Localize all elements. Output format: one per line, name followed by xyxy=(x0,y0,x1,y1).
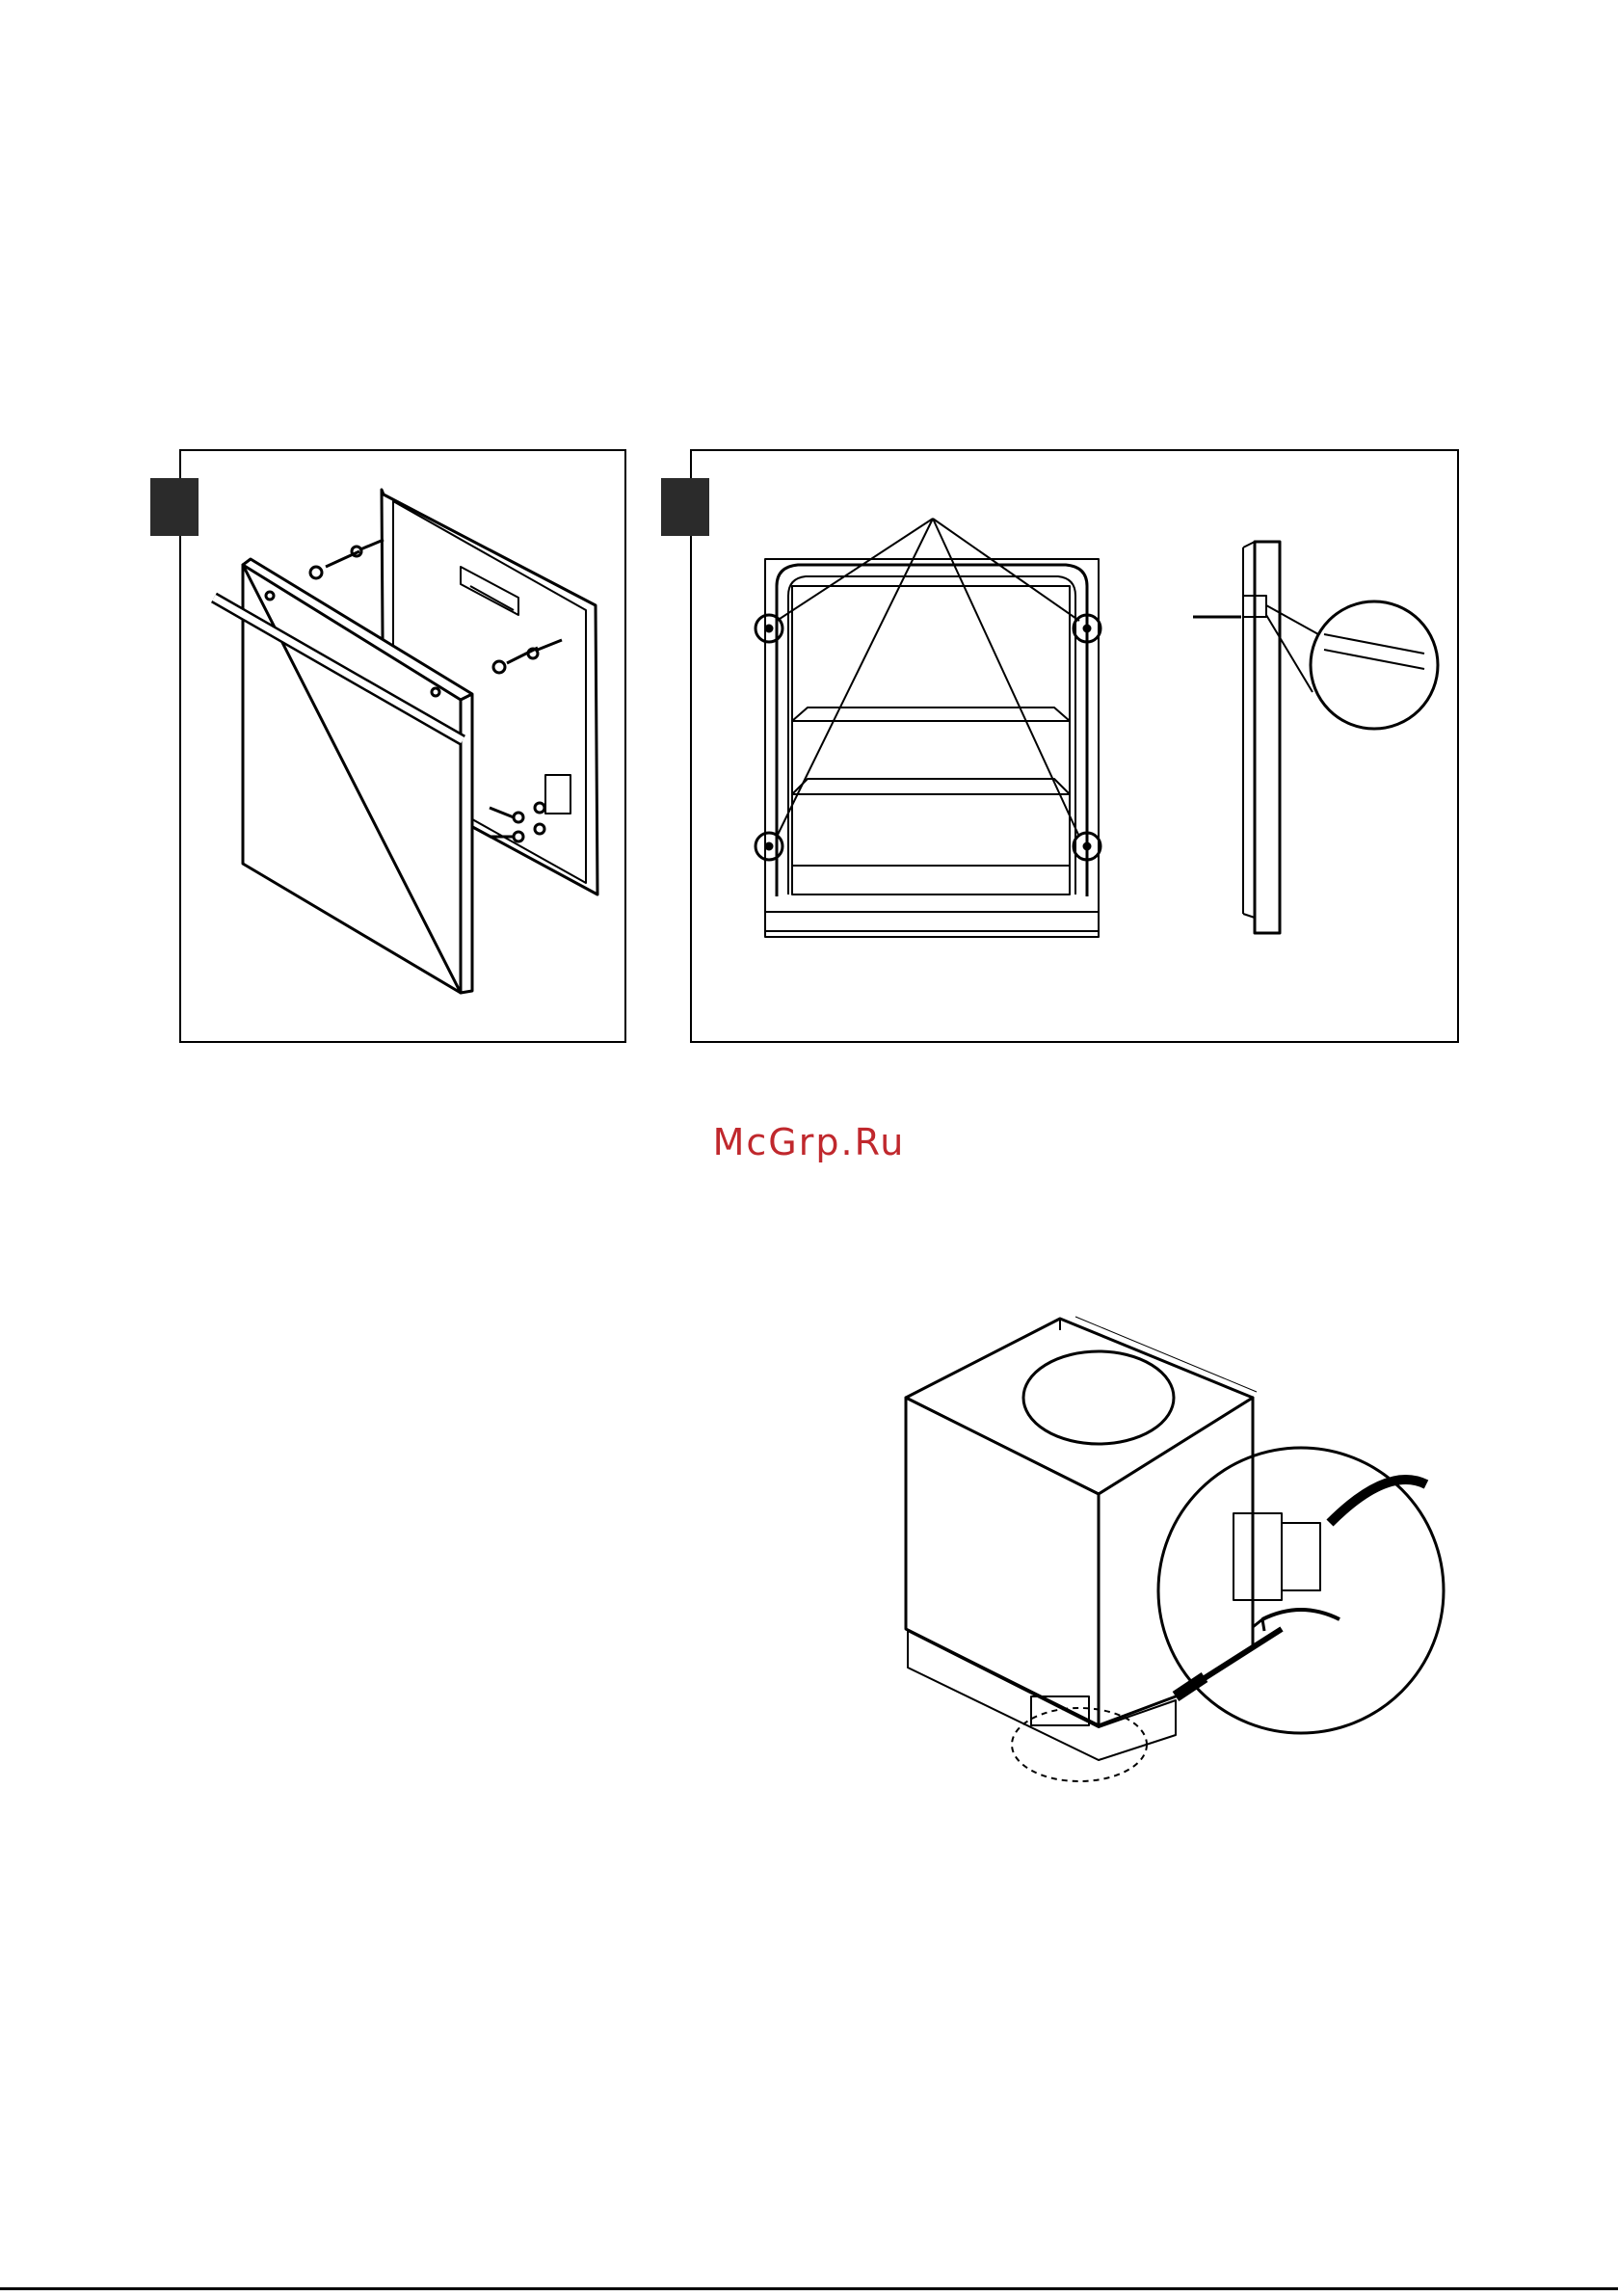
figure-panel-2 xyxy=(690,449,1459,1043)
dishwasher-door-screw-points-illustration xyxy=(692,451,1461,1045)
page-bottom-rule xyxy=(0,2287,1618,2290)
figure-3 xyxy=(887,1292,1465,1798)
door-panel-assembly-illustration xyxy=(181,451,628,1045)
dishwasher-leveling-foot-adjust-illustration xyxy=(887,1292,1465,1793)
figure-panel-1 xyxy=(179,449,626,1043)
watermark-text: McGrp.Ru xyxy=(0,1121,1618,1163)
